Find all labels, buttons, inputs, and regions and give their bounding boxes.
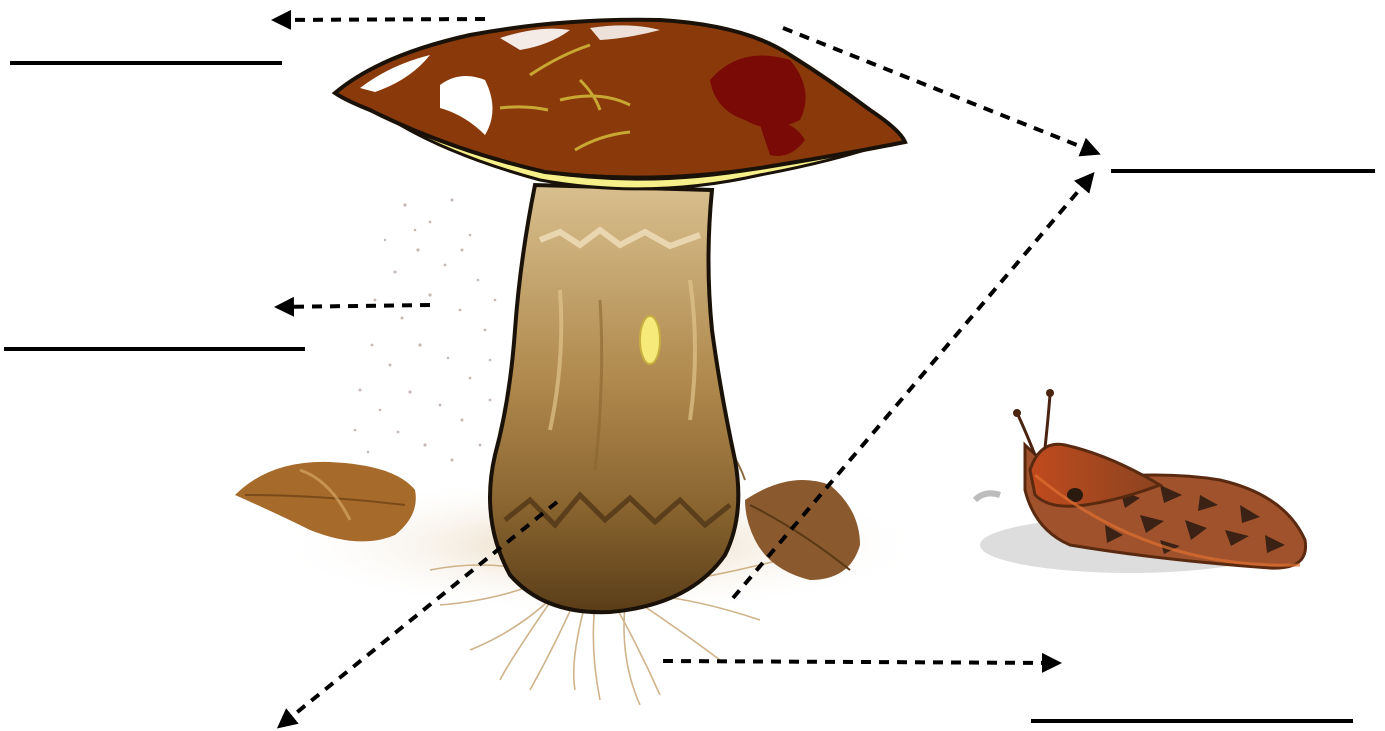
mushroom-cap — [335, 20, 905, 189]
arrow-cap-top — [275, 19, 485, 20]
arrow-mycelium — [663, 661, 1058, 663]
slug-illustration — [975, 389, 1306, 573]
arrow-spores — [278, 305, 430, 307]
mushroom-stem — [490, 185, 738, 612]
spore-cloud — [354, 199, 497, 474]
dead-leaf-icon — [235, 462, 416, 542]
